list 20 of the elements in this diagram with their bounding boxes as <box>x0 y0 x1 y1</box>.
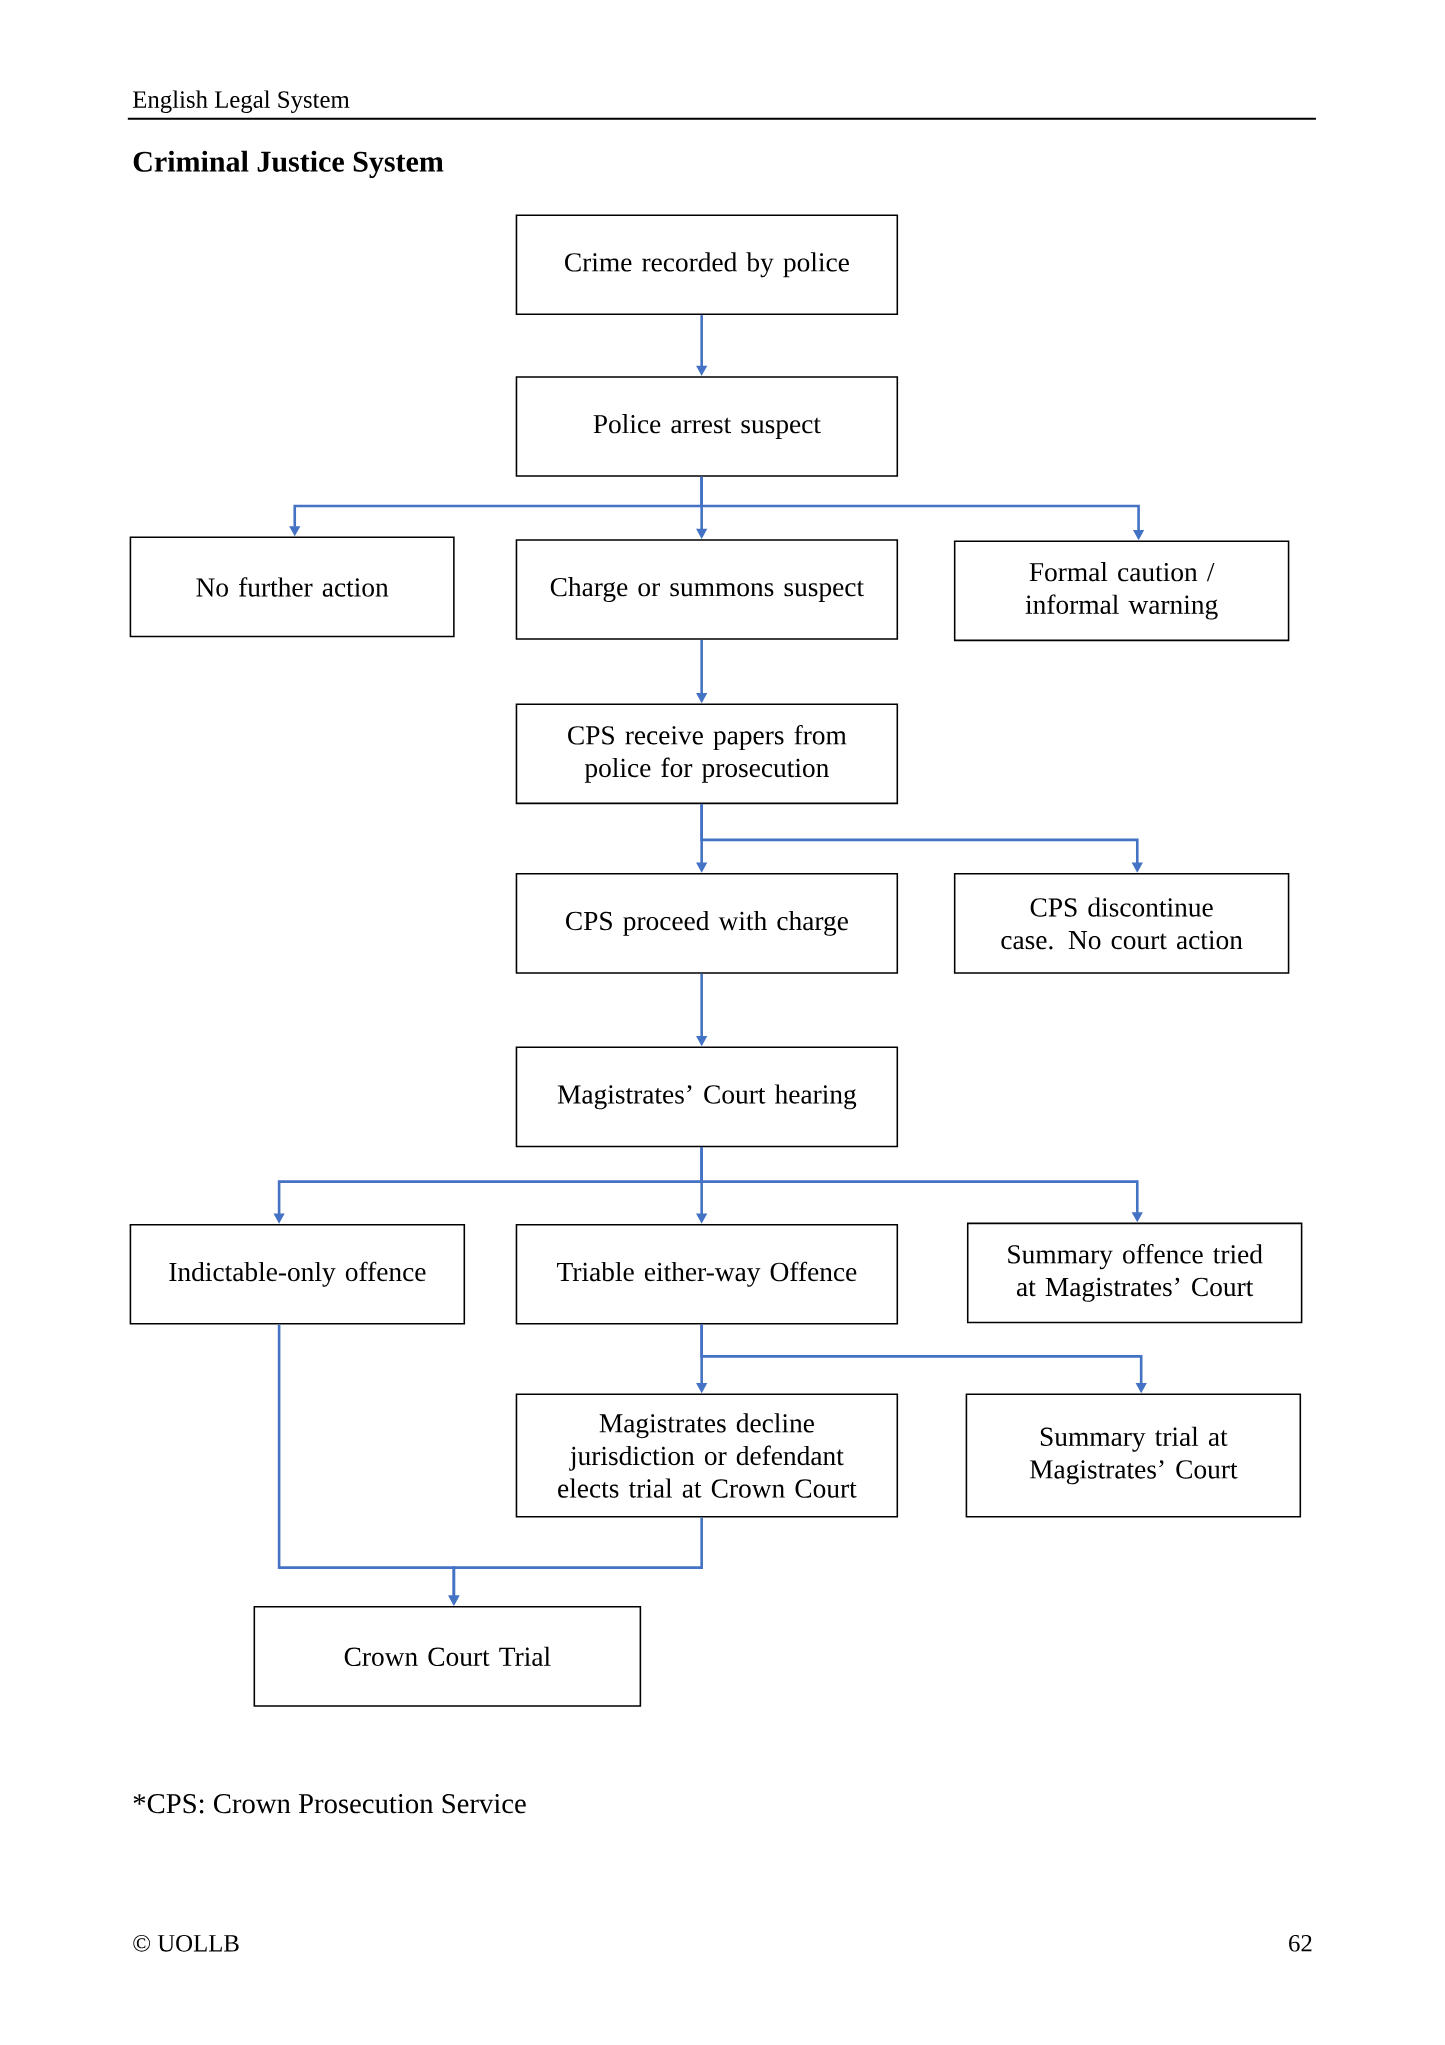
process-box: Crime recorded by police <box>515 214 899 316</box>
process-box: Charge or summons suspect <box>515 539 899 640</box>
process-box: Crown Court Trial <box>253 1606 642 1707</box>
process-box: Summary trial at Magistrates’ Court <box>965 1393 1302 1518</box>
process-box: CPS receive papers from police for prosecution <box>515 703 899 805</box>
process-box: Magistrates decline jurisdiction or defendant elects trial at Crown Court <box>515 1393 899 1518</box>
process-box: Triable either-way Offence <box>515 1223 899 1325</box>
process-box: Indictable-only offence <box>129 1223 466 1325</box>
process-box: Magistrates’ Court hearing <box>515 1046 899 1148</box>
footnote: *CPS: Crown Prosecution Service <box>133 1794 526 1814</box>
footer-text: © UOLLB <box>133 1934 239 1952</box>
title: Criminal Justice System <box>133 150 444 178</box>
process-box: Police arrest suspect <box>515 376 899 477</box>
process-box: Summary offence tried at Magistrates’ Court <box>966 1222 1303 1324</box>
header-text: English Legal System <box>132 90 350 113</box>
process-box: CPS proceed with charge <box>515 873 899 974</box>
page-number: 62 <box>1289 1934 1312 1952</box>
process-box: No further action <box>129 536 455 638</box>
process-box: CPS discontinue case. No court action <box>953 873 1290 974</box>
process-box: Formal caution / informal warning <box>953 540 1290 642</box>
